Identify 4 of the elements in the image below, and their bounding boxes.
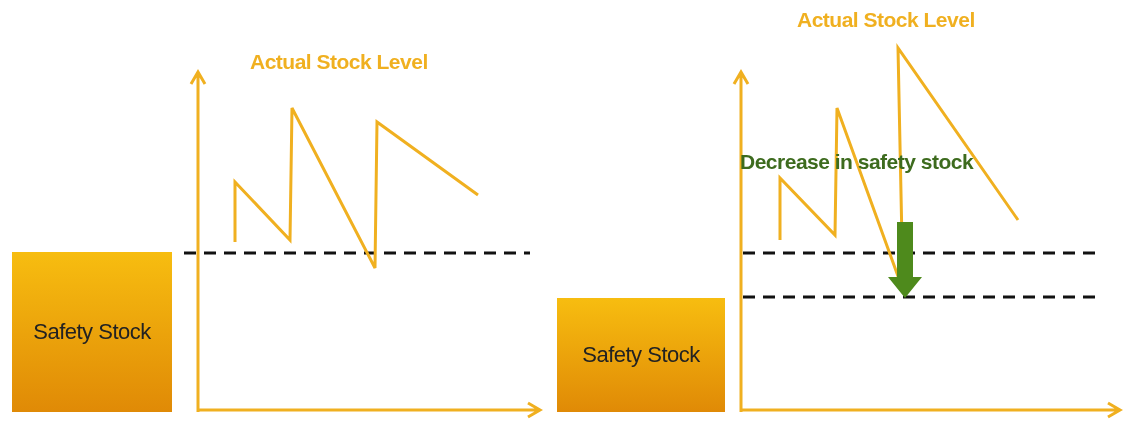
chart-label: Actual Stock Level <box>797 8 975 32</box>
process-box: Safety Stock <box>12 252 172 412</box>
process-box: Safety Stock <box>557 298 725 412</box>
chart-label: Actual Stock Level <box>250 50 428 74</box>
